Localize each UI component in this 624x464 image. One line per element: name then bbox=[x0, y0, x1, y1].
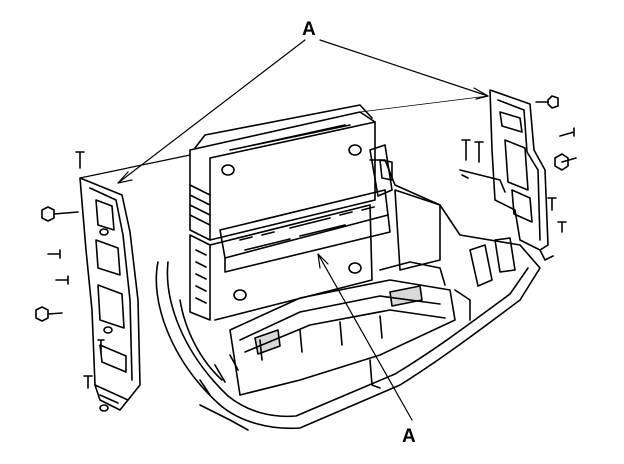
audio-unit bbox=[190, 105, 375, 320]
callout-label-top: A bbox=[302, 19, 316, 40]
console-housing bbox=[156, 160, 540, 430]
left-bracket bbox=[80, 178, 140, 411]
right-bracket bbox=[460, 90, 553, 260]
left-screws bbox=[36, 152, 104, 388]
mounting-rail bbox=[220, 145, 392, 272]
callout-leaders bbox=[80, 40, 488, 420]
callout-label-bottom: A bbox=[402, 426, 416, 447]
right-screws bbox=[462, 96, 576, 232]
